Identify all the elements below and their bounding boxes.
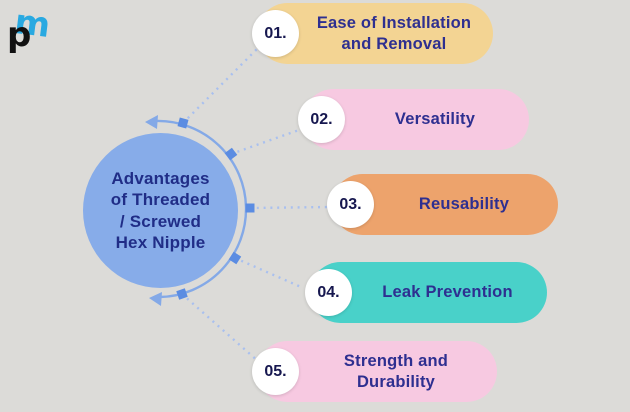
advantage-pill-1: 01. Ease of Installation and Removal <box>252 3 493 64</box>
advantage-pill-5: 05. Strength and Durability <box>252 341 497 402</box>
number-text: 05. <box>264 362 287 380</box>
central-topic-title: Advantages of Threaded / Screwed Hex Nip… <box>111 168 211 252</box>
number-text: 01. <box>264 24 287 42</box>
number-badge-3: 03. <box>327 181 374 228</box>
advantage-pill-2: 02. Versatility <box>298 89 529 150</box>
advantage-pill-4: 04. Leak Prevention <box>305 262 547 323</box>
dotted-connector <box>182 44 262 124</box>
advantage-label-3: Reusability <box>418 195 510 214</box>
number-text: 02. <box>310 110 333 128</box>
title-line: / Screwed <box>119 211 202 231</box>
arc-node <box>245 203 255 213</box>
arc-node <box>177 117 189 129</box>
advantage-label-5: Strength and Durability <box>343 351 449 391</box>
arc-node <box>224 147 238 161</box>
arc-line <box>155 119 248 299</box>
title-line: of Threaded <box>110 190 211 210</box>
arc-node <box>228 251 242 265</box>
number-badge-5: 05. <box>252 348 299 395</box>
advantage-label-1: Ease of Installation and Removal <box>316 13 472 53</box>
arrow-icon <box>145 115 158 129</box>
title-line: Hex Nipple <box>115 232 206 252</box>
title-line: Advantages <box>111 169 210 189</box>
number-text: 04. <box>317 283 340 301</box>
advantage-label-4: Leak Prevention <box>382 283 513 302</box>
dotted-connector <box>234 256 302 289</box>
central-topic-circle: Advantages of Threaded / Screwed Hex Nip… <box>83 133 238 288</box>
number-text: 03. <box>339 195 362 213</box>
arc-node <box>176 288 188 300</box>
advantage-pill-3: 03. Reusability <box>327 174 558 235</box>
pm-logo: m p <box>7 4 53 55</box>
number-badge-1: 01. <box>252 10 299 57</box>
number-badge-4: 04. <box>305 269 352 316</box>
dotted-connector <box>249 205 331 210</box>
dotted-connector <box>181 293 260 363</box>
advantage-label-2: Versatility <box>394 110 476 129</box>
dotted-connector <box>230 128 300 156</box>
logo-letter-p: p <box>7 15 31 55</box>
arrow-icon <box>149 292 162 306</box>
logo-letter-m: m <box>12 4 52 46</box>
number-badge-2: 02. <box>298 96 345 143</box>
